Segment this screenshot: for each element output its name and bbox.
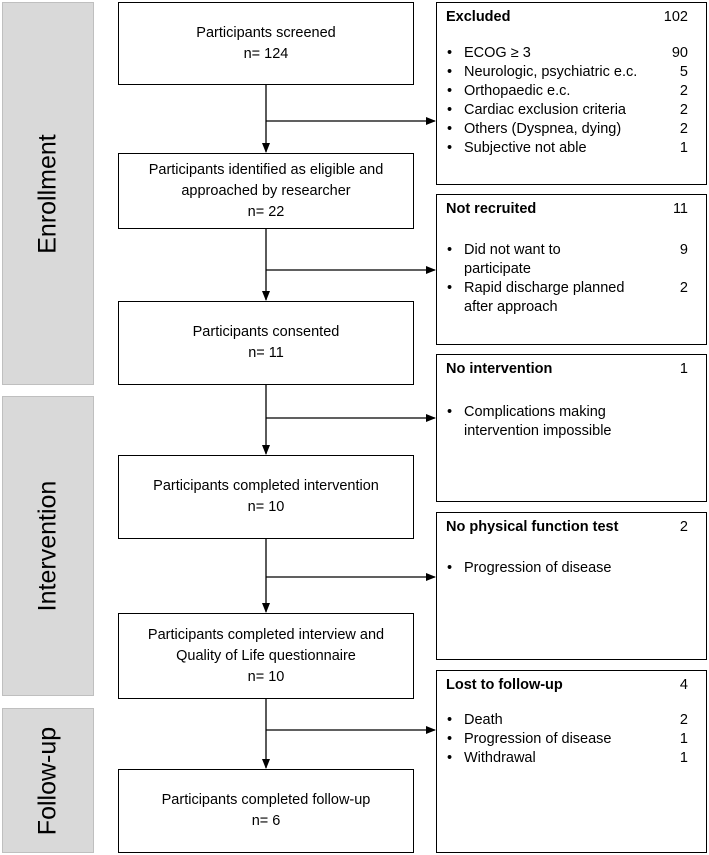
box-count: n= 22 [247,203,285,220]
box-text: Participants consented [192,324,340,340]
item-text: Complications making intervention imposs… [464,404,612,439]
box-count: n= 124 [243,45,289,62]
phase-enrollment: Enrollment [2,2,94,385]
list-item: • ECOG ≥ 3 90 [447,44,688,63]
box-title: Not recruited [446,201,537,217]
bullet: • [447,83,453,99]
box-title: Excluded [446,9,511,25]
box-title: No physical function test [446,519,619,535]
box-participants-completed-intervention: Participants completed intervention n= 1… [118,455,414,539]
box-no-physical-function-test: No physical function test 2 • Progressio… [436,512,707,660]
bullet: • [447,45,453,61]
box-excluded: Excluded 102 • ECOG ≥ 3 90 • Neurologic,… [436,2,707,185]
box-participants-completed-interview: Participants completed interview and Qua… [118,613,414,699]
bullet: • [447,64,453,80]
item-text: Neurologic, psychiatric e.c. [464,64,638,80]
bullet: • [447,280,453,296]
list-item: • Orthopaedic e.c. 2 [447,82,688,101]
item-list: • Did not want to participate 9 • Rapid … [447,241,688,317]
bullet: • [447,242,453,258]
list-item: • Complications making intervention impo… [447,403,688,441]
list-item: • Progression of disease [447,559,688,578]
list-item: • Others (Dyspnea, dying) 2 [447,120,688,139]
item-text: Subjective not able [464,140,587,156]
list-item: • Neurologic, psychiatric e.c. 5 [447,63,688,82]
bullet: • [447,712,453,728]
box-text: Quality of Life questionnaire [176,647,356,664]
list-item: • Progression of disease 1 [447,730,688,749]
box-total: 1 [679,361,688,377]
bullet: • [447,750,453,766]
bullet: • [447,731,453,747]
box-participants-eligible: Participants identified as eligible and … [118,153,414,229]
phase-followup: Follow-up [2,708,94,853]
item-count: 1 [679,140,688,156]
bullet: • [447,102,453,118]
box-not-recruited: Not recruited 11 • Did not want to parti… [436,194,707,345]
bullet: • [447,404,453,420]
item-count: 2 [679,121,688,137]
item-list: • Death 2 • Progression of disease 1 • W… [447,711,688,768]
bullet: • [447,140,453,156]
item-count: 1 [679,731,688,747]
box-participants-completed-followup: Participants completed follow-up n= 6 [118,769,414,853]
box-text: Participants completed interview and [147,626,385,643]
item-count: 90 [671,45,688,61]
box-total: 2 [679,519,688,535]
box-count: n= 11 [248,345,284,361]
box-title: Lost to follow-up [446,677,563,693]
item-text: Progression of disease [464,560,612,576]
item-text: ECOG ≥ 3 [464,45,531,61]
item-text: Progression of disease [464,731,612,747]
box-total: 4 [679,677,688,693]
box-participants-consented: Participants consented n= 11 [118,301,414,385]
list-item: • Did not want to participate 9 [447,241,688,279]
box-count: n= 6 [251,813,281,829]
box-no-intervention: No intervention 1 • Complications making… [436,354,707,502]
box-count: n= 10 [247,668,285,685]
box-total: 102 [663,9,688,25]
list-item: • Cardiac exclusion criteria 2 [447,101,688,120]
bullet: • [447,560,453,576]
box-text: approached by researcher [181,182,351,199]
bullet: • [447,121,453,137]
list-item: • Withdrawal 1 [447,749,688,768]
item-text: Rapid discharge planned after approach [464,280,625,315]
item-count: 2 [679,83,688,99]
phase-intervention: Intervention [2,396,94,696]
box-text: Participants completed intervention [153,478,379,494]
list-item: • Death 2 [447,711,688,730]
item-count: 9 [679,242,688,258]
item-count: 2 [679,280,688,296]
item-text: Withdrawal [464,750,536,766]
item-count: 2 [679,712,688,728]
list-item: • Rapid discharge planned after approach… [447,279,688,317]
list-item: • Subjective not able 1 [447,139,688,158]
box-title: No intervention [446,361,553,377]
item-text: Cardiac exclusion criteria [464,102,626,118]
box-lost-to-follow-up: Lost to follow-up 4 • Death 2 • Progress… [436,670,707,853]
item-list: • Complications making intervention impo… [447,403,688,441]
box-text: Participants screened [196,24,336,41]
box-participants-screened: Participants screened n= 124 [118,2,414,85]
box-count: n= 10 [247,499,285,515]
item-list: • ECOG ≥ 3 90 • Neurologic, psychiatric … [447,44,688,158]
box-total: 11 [672,201,688,217]
item-text: Death [464,712,503,728]
item-text: Others (Dyspnea, dying) [464,121,622,137]
item-list: • Progression of disease [447,559,688,578]
box-text: Participants identified as eligible and [148,161,384,178]
item-text: Did not want to participate [464,242,561,277]
item-count: 5 [679,64,688,80]
item-text: Orthopaedic e.c. [464,83,571,99]
item-count: 2 [679,102,688,118]
item-count: 1 [679,750,688,766]
box-text: Participants completed follow-up [161,792,371,808]
